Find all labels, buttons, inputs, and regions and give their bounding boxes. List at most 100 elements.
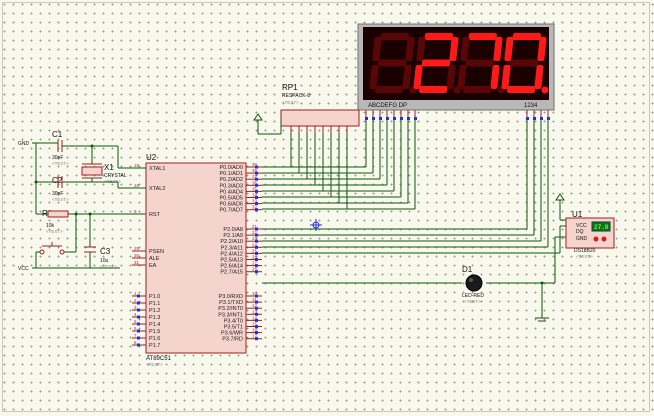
u2-pin-p2-6-a14: P2.6/A14 xyxy=(220,264,243,270)
u2-pin-marker xyxy=(255,306,258,310)
r1-text: <TEXT> xyxy=(46,229,63,234)
u1-pin-vcc: VCC xyxy=(576,223,587,229)
c1-capacitor[interactable]: C1 30pF <TEXT> xyxy=(52,130,69,166)
u2-pin-number: 21 xyxy=(252,224,258,229)
crosshair-icon xyxy=(310,219,322,231)
u2-right-pins: P0.0/AD039P0.1/AD138P0.2/AD237P0.3/AD336… xyxy=(218,162,262,343)
u2-pin-number: 14 xyxy=(252,315,258,320)
u2-pin-marker xyxy=(255,208,258,212)
u1-temperature-sensor[interactable]: U1 VCC DQ GND 27.0 DS18B20 <TEXT> xyxy=(565,210,615,259)
u2-pin-marker xyxy=(255,312,258,316)
u2-pin-p2-0-a8: P2.0/A8 xyxy=(223,227,243,233)
digit-2-segment-f xyxy=(416,37,426,61)
u2-pin-xtal2: XTAL2 xyxy=(149,186,165,192)
digit-2-segment-d xyxy=(419,86,448,93)
u2-pin-marker xyxy=(255,239,258,243)
u2-text: <TEXT> xyxy=(146,362,163,367)
u2-pin-marker xyxy=(137,322,140,326)
u2-pin-number: 31 xyxy=(134,260,140,265)
x1-value: CRYSTAL xyxy=(104,173,127,179)
u2-pin-marker xyxy=(255,325,258,328)
u2-pin-p1-7: P1.7 xyxy=(149,343,160,349)
u2-pin-number: 4 xyxy=(134,312,137,317)
u2-pin-p1-4: P1.4 xyxy=(149,322,160,328)
vcc-terminal[interactable]: VCC xyxy=(18,266,120,272)
digit-3-segment-d xyxy=(463,86,492,93)
u1-up-button[interactable] xyxy=(601,236,607,242)
u2-pin-p3-6-wr: P3.6/WR xyxy=(221,331,243,337)
u2-value: AT89C51 xyxy=(146,356,172,362)
u2-pin-psen: PSEN xyxy=(149,249,164,255)
u2-pin-number: 8 xyxy=(134,340,137,345)
u2-pin-marker xyxy=(255,202,258,206)
u2-pin-number: 2 xyxy=(134,298,137,303)
u2-pin-p0-5-ad5: P0.5/AD5 xyxy=(219,196,243,202)
c1-ref: C1 xyxy=(52,130,63,139)
power-icon xyxy=(253,113,282,135)
u2-pin-number: 9 xyxy=(134,209,137,214)
u2-pin-marker xyxy=(255,183,258,187)
u2-pin-number: 24 xyxy=(252,242,258,247)
u2-pin-marker xyxy=(255,264,258,268)
c3-capacitor[interactable]: C3 10u <TEXT> xyxy=(84,246,117,269)
c1-value: 30pF xyxy=(52,155,63,161)
reset-button[interactable] xyxy=(39,242,65,255)
u2-pin-number: 39 xyxy=(252,162,258,167)
u2-pin-marker xyxy=(255,171,258,175)
u2-pin-p0-2-ad2: P0.2/AD2 xyxy=(219,177,243,183)
u1-down-button[interactable] xyxy=(593,236,599,242)
u2-pin-marker xyxy=(255,300,258,304)
digit-2-segment-a xyxy=(424,33,453,40)
u2-pin-number: 35 xyxy=(252,186,258,191)
d1-ref: D1 xyxy=(462,265,473,274)
c2-capacitor[interactable]: C2 30pF <TEXT> xyxy=(52,176,69,202)
digit-4-segment-d xyxy=(507,86,536,93)
u2-pin-number: 34 xyxy=(252,193,258,198)
rp1-ref: RP1 xyxy=(282,83,298,92)
u2-pin-marker xyxy=(255,318,258,322)
u2-pin-p1-3: P1.3 xyxy=(149,315,160,321)
u2-pin-marker xyxy=(255,251,258,255)
digit-4-segment-c xyxy=(534,65,544,89)
power-icon xyxy=(555,193,565,201)
u2-microcontroller[interactable]: U2 AT89C51 <TEXT> XTAL119XTAL218RST9PSEN… xyxy=(132,153,262,367)
u2-pin-xtal1: XTAL1 xyxy=(149,166,165,172)
vcc-terminal-label: VCC xyxy=(18,266,29,272)
c3-value: 10u xyxy=(100,258,109,264)
r1-resistor[interactable]: R1 10k <TEXT> xyxy=(42,209,69,234)
u2-pin-number: 12 xyxy=(252,303,258,308)
gnd-terminal[interactable]: GND xyxy=(18,141,58,147)
u2-pin-p2-2-a10: P2.2/A10 xyxy=(220,239,243,245)
u2-pin-p2-4-a12: P2.4/A12 xyxy=(220,251,243,257)
u2-pin-p3-0-rxd: P3.0/RXD xyxy=(219,294,243,300)
oscillator-wiring xyxy=(34,143,146,268)
u2-pin-marker xyxy=(255,196,258,199)
digit-2-segment-b xyxy=(449,37,459,61)
rp1-value: RESPACK-8 xyxy=(282,93,310,99)
x1-crystal[interactable]: X1 CRYSTAL <TEXT> xyxy=(81,163,127,184)
digit-2-segment-c xyxy=(446,65,456,89)
u2-pin-p0-3-ad3: P0.3/AD3 xyxy=(219,183,243,189)
u2-pin-number: 18 xyxy=(134,183,140,188)
u2-pin-p2-5-a13: P2.5/A13 xyxy=(220,258,243,264)
u2-pin-p3-3-int1: P3.3/INT1 xyxy=(218,312,243,318)
u2-pin-number: 11 xyxy=(252,297,257,302)
u2-pin-p3-2-int0: P3.2/INT0 xyxy=(218,306,243,312)
u2-pin-marker xyxy=(137,336,140,340)
u2-pin-number: 22 xyxy=(252,230,258,235)
rp1-resistor-pack[interactable]: RP1 RESPACK-8 <TEXT> xyxy=(280,83,360,134)
u2-pin-p2-3-a11: P2.3/A11 xyxy=(221,245,243,251)
u1-reading: 27.0 xyxy=(594,224,609,231)
u2-pin-p2-7-a15: P2.7/A15 xyxy=(220,270,243,276)
digit-2-segment-g xyxy=(421,59,451,67)
digit-4-decimal-point xyxy=(541,86,549,94)
digit-1-segment-a xyxy=(380,33,409,40)
seven-segment-display[interactable]: ABCDEFG DP 1234 xyxy=(357,23,555,120)
u2-pin-marker xyxy=(137,294,140,298)
u2-pin-marker xyxy=(137,329,140,333)
u2-pin-p1-2: P1.2 xyxy=(149,308,160,314)
display-segment-pins-label: ABCDEFG DP xyxy=(368,103,407,109)
d1-led[interactable]: D1 LED-RED <TEXT> xyxy=(462,265,484,304)
